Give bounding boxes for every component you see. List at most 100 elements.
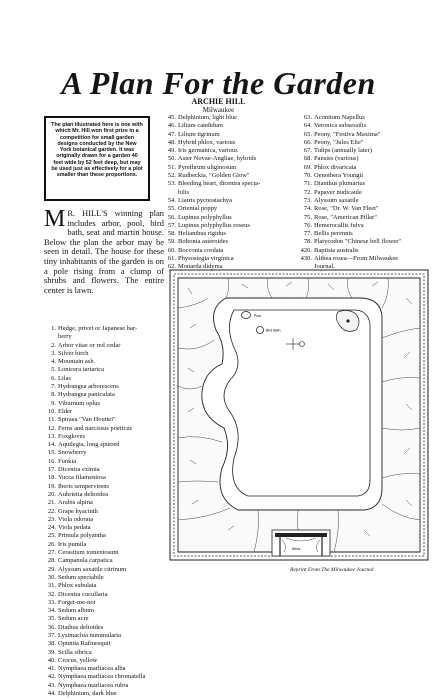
plant-name: Nymphaea marliacea alba (58, 665, 126, 673)
plant-number: 11. (48, 416, 56, 424)
plant-name: Lysimachia nummularia (58, 631, 121, 639)
plant-number: 64. (303, 122, 312, 130)
plant-list-item: 17.Dicentra eximia (44, 466, 164, 474)
sidebar-note-box: The plan illustrated here is one with wh… (44, 116, 150, 201)
plant-list-item: 68.Pansies (various) (297, 155, 437, 163)
plant-number: 61. (167, 255, 176, 263)
plant-list-item: 27.Cerastium tomentosum (44, 549, 164, 557)
plant-number: 420. (300, 246, 312, 254)
plant-number: 41. (47, 665, 56, 673)
plant-name: Yucca filamentosa (58, 474, 106, 482)
plant-number: 42. (47, 673, 56, 681)
plant-number: 24. (47, 524, 56, 532)
plant-list-item: 39.Scilla sibrica (44, 649, 164, 657)
pool: Pool (241, 311, 261, 319)
plant-list-item: 2.Arbor vitae or red cedar (44, 342, 164, 350)
plant-number: 74. (303, 205, 312, 213)
plant-list-item: 28.Campanula carpatica (44, 557, 164, 565)
plant-number: 32. (47, 590, 56, 598)
plant-list-item: 22.Grape hyacinth (44, 508, 164, 516)
martin-house-shrub-clump (336, 310, 360, 332)
garden-plan-drawing: Pool Bird Bath Arbor (169, 269, 429, 561)
plant-number: 4. (51, 358, 56, 366)
plant-list-item: 1.Hedge, privet or Japanese bar- (44, 325, 164, 333)
plant-number: 28. (47, 557, 56, 565)
plant-list-item: 10.Elder (44, 408, 164, 416)
pool-label: Pool (254, 314, 261, 318)
plant-name: Arbor vitae or red cedar (58, 341, 121, 349)
plant-name: Monarda didyma (178, 263, 223, 271)
plant-number: 47. (167, 130, 176, 138)
plant-name: Lonicera tartarica (58, 366, 105, 374)
plant-list-item: 16.Funkia (44, 458, 164, 466)
plant-list-item: 5.Lonicera tartarica (44, 366, 164, 374)
author-location: Milwaukee (202, 106, 235, 114)
plant-list-item: 47.Lilium tigrinum (163, 131, 293, 139)
plant-name: Papaver nudicaule (314, 188, 362, 196)
plant-name: Sedum spectabile (58, 573, 104, 581)
plant-number: 55. (167, 205, 176, 213)
plant-number: 49. (167, 147, 176, 155)
plant-name: Aconitum Napellus (314, 114, 365, 121)
planting-beds (177, 277, 421, 553)
plant-number: 56. (167, 213, 176, 221)
plant-name: Funkia (58, 457, 77, 465)
plant-number: 2. (51, 341, 56, 349)
plant-name: Hydrangea arborescens (58, 383, 119, 391)
plant-number: 53. (167, 180, 176, 188)
plant-number: 52. (167, 172, 176, 180)
plant-name: Delphinium, dark blue (58, 690, 117, 698)
plant-list-item: 46.Lilium candidum (163, 122, 293, 130)
plant-name: Rose, "Dr. W. Van Fleet" (314, 205, 379, 213)
plant-list-item: 430.Althea rosea—From Milwaukee (297, 255, 437, 263)
plant-number: 66. (303, 138, 312, 146)
plant-number: 30. (47, 573, 56, 581)
plant-name: Peony, "Jules Elie" (314, 138, 364, 146)
plant-number: 29. (47, 565, 56, 573)
plant-list-item: 36.Diathus deltoides (44, 624, 164, 632)
plant-list-item: 34.Sedum album (44, 607, 164, 615)
plant-name: Lilium candidum (178, 122, 223, 130)
plant-name: Pyrethrum uliginosum (178, 163, 237, 171)
plant-list-item: 65.Peony, "Festiva Maxima" (297, 131, 437, 139)
plant-number: 6. (51, 374, 56, 382)
center-marker (286, 338, 305, 350)
article-title: A Plan For the Garden (61, 65, 376, 102)
plant-list-item: 72.Papaver nudicaule (297, 189, 437, 197)
plant-list-item: Journal. (297, 263, 437, 271)
plant-number: 21. (47, 499, 56, 507)
author-name: ARCHIE HILL (191, 97, 246, 106)
plant-name: Nymphaea marliacea chromatella (58, 673, 146, 681)
plant-number: 18. (47, 474, 56, 482)
arbor-label: Arbor (292, 547, 301, 551)
plant-list-item: 40.Crocus, yellow (44, 657, 164, 665)
plant-name: Diathus deltoides (58, 623, 104, 631)
plant-number: 67. (303, 147, 312, 155)
plant-number: 16. (47, 457, 56, 465)
plant-number: 36. (47, 623, 56, 631)
plant-list-item: 59.Boltonia asteroides (163, 238, 293, 246)
plant-number: 72. (303, 188, 312, 196)
plant-name: Viola pedata (58, 524, 91, 532)
bird-bath-label: Bird Bath (266, 329, 280, 333)
plant-list-item: 69.Phlox divaricata (297, 164, 437, 172)
plant-name: Spiraea "Van Houttei" (58, 416, 116, 424)
plant-number: 46. (167, 122, 176, 130)
bird-bath: Bird Bath (256, 326, 280, 334)
plant-number: 62. (167, 263, 176, 271)
plant-list-item: 45.Delphinium, light blue (163, 114, 293, 122)
plant-list-item: 71.Dianthus plumarius (297, 180, 437, 188)
plant-list-item: 56.Lupinus polyphyllus (163, 214, 293, 222)
plant-name: Iris germanica, various (178, 147, 238, 155)
plant-name: Oriental poppy (178, 205, 218, 213)
plant-list-item: 64.Veronica subsessilis (297, 122, 437, 130)
plant-list-item: 57.Lupinus polyphyllus roseus (163, 222, 293, 230)
plant-list-item: 15.Snowberry (44, 449, 164, 457)
plant-name: Journal. (314, 263, 335, 271)
plant-number: 63. (303, 114, 312, 121)
plant-list-item: 18.Yucca filamentosa (44, 474, 164, 482)
plant-name: Peony, "Festiva Maxima" (314, 130, 381, 138)
plant-number: 13. (47, 432, 56, 440)
plant-number: 40. (47, 656, 56, 664)
